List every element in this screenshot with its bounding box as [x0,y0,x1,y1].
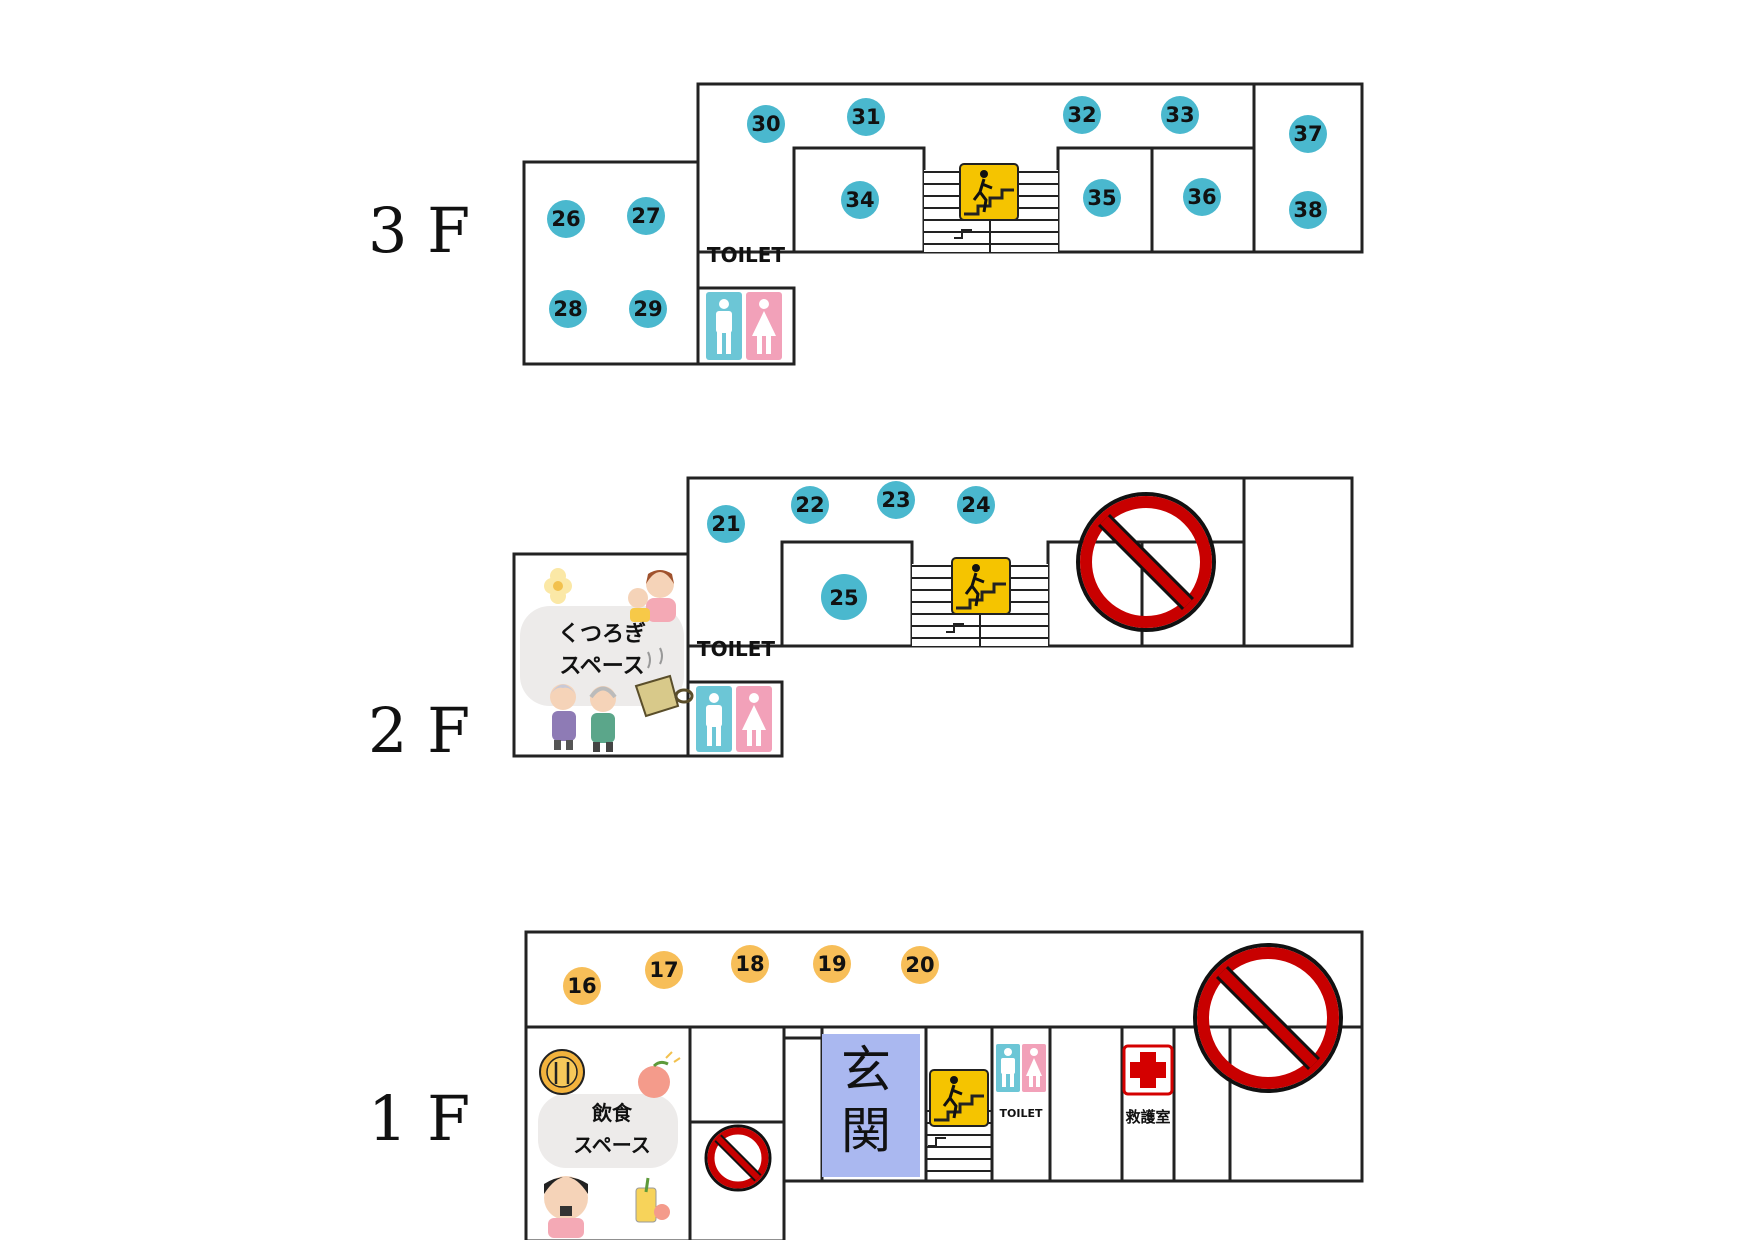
booth-31[interactable]: 31 [847,98,885,136]
booths-2f: 21 22 23 24 25 [707,481,995,620]
dining-space-label-1: 飲食 [591,1101,633,1125]
svg-text:23: 23 [881,488,910,512]
room-3f-left [522,160,700,366]
floor-label-2f: 2 F [368,694,470,767]
booth-28[interactable]: 28 [549,290,587,328]
parent-child-illustration [628,570,676,622]
svg-text:30: 30 [751,112,780,136]
booth-23[interactable]: 23 [877,481,915,519]
room-2f-right [1242,476,1354,648]
booth-35[interactable]: 35 [1083,179,1121,217]
elderly-couple-illustration [550,684,617,752]
svg-text:29: 29 [633,297,662,321]
dining-space-label-2: スペース [573,1133,651,1157]
person-eating-illustration [544,1176,588,1238]
drink-icon [635,1177,670,1223]
svg-text:36: 36 [1187,185,1216,209]
stairs-icon [946,557,1011,633]
relax-space-bubble [520,606,684,706]
booth-37[interactable]: 37 [1289,115,1327,153]
first-aid-icon [1122,1044,1174,1096]
floor-label-3f: 3 F [368,194,470,267]
booth-29[interactable]: 29 [629,290,667,328]
svg-text:17: 17 [649,958,678,982]
no-entry-icon [1193,943,1343,1093]
svg-text:31: 31 [851,105,880,129]
booth-33[interactable]: 33 [1161,96,1199,134]
booth-25[interactable]: 25 [821,574,867,620]
svg-text:20: 20 [905,953,934,977]
no-entry-icon [704,1124,772,1192]
booth-16[interactable]: 16 [563,967,601,1005]
booth-22[interactable]: 22 [791,486,829,524]
male-toilet-icon [696,686,732,752]
entrance-marker [822,1034,920,1177]
toilet-label-1f: TOILET [1000,1107,1043,1120]
svg-text:34: 34 [845,188,874,212]
booth-27[interactable]: 27 [627,197,665,235]
dining-icon [539,1049,585,1095]
entrance-label-2: 関 [841,1102,891,1160]
booth-19[interactable]: 19 [813,945,851,983]
svg-text:33: 33 [1165,103,1194,127]
svg-text:24: 24 [961,493,990,517]
no-entry-icon [1076,492,1216,632]
booth-18[interactable]: 18 [731,945,769,983]
booth-30[interactable]: 30 [747,105,785,143]
fruit-icon [638,1051,681,1098]
flower-icon [544,568,572,604]
svg-text:32: 32 [1067,103,1096,127]
male-toilet-icon [996,1044,1020,1092]
svg-text:25: 25 [829,586,858,610]
booth-34[interactable]: 34 [841,181,879,219]
svg-text:26: 26 [551,207,580,231]
closed-room-1f [688,1120,786,1240]
svg-text:16: 16 [567,974,596,998]
tea-cup-icon [634,647,694,718]
svg-text:35: 35 [1087,186,1116,210]
floor-label-1f: 1 F [368,1082,470,1155]
female-toilet-icon [746,292,782,360]
booth-32[interactable]: 32 [1063,96,1101,134]
booth-24[interactable]: 24 [957,486,995,524]
booth-36[interactable]: 36 [1183,178,1221,216]
female-toilet-icon [736,686,772,752]
room-1f-a [1048,1025,1124,1183]
male-toilet-icon [706,292,742,360]
booths-3f: 30 31 32 33 34 35 36 37 38 26 27 28 29 [547,96,1327,328]
stairs-icon [928,1069,989,1147]
toilet-label-3f: TOILET [707,243,785,267]
floor-2f: 2 F TOILET [368,476,1354,767]
entrance-label-1: 玄 [841,1041,891,1099]
svg-text:18: 18 [735,952,764,976]
booth-38[interactable]: 38 [1289,191,1327,229]
svg-text:21: 21 [711,512,740,536]
svg-text:37: 37 [1293,122,1322,146]
toilet-label-2f: TOILET [697,637,775,661]
relax-space-label-1: くつろぎ [558,621,646,647]
booth-26[interactable]: 26 [547,200,585,238]
booth-17[interactable]: 17 [645,951,683,989]
relax-space-label-2: スペース [559,654,644,679]
svg-text:22: 22 [795,493,824,517]
room-1f-small [782,1025,824,1183]
svg-text:38: 38 [1293,198,1322,222]
booths-1f: 16 17 18 19 20 [563,945,939,1005]
svg-text:19: 19 [817,952,846,976]
dining-space-bubble [538,1094,678,1168]
booth-20[interactable]: 20 [901,946,939,984]
svg-text:27: 27 [631,204,660,228]
svg-text:28: 28 [553,297,582,321]
booth-21[interactable]: 21 [707,505,745,543]
stairs-icon [954,163,1019,239]
first-aid-label: 救護室 [1125,1108,1170,1126]
female-toilet-icon [1022,1044,1046,1092]
